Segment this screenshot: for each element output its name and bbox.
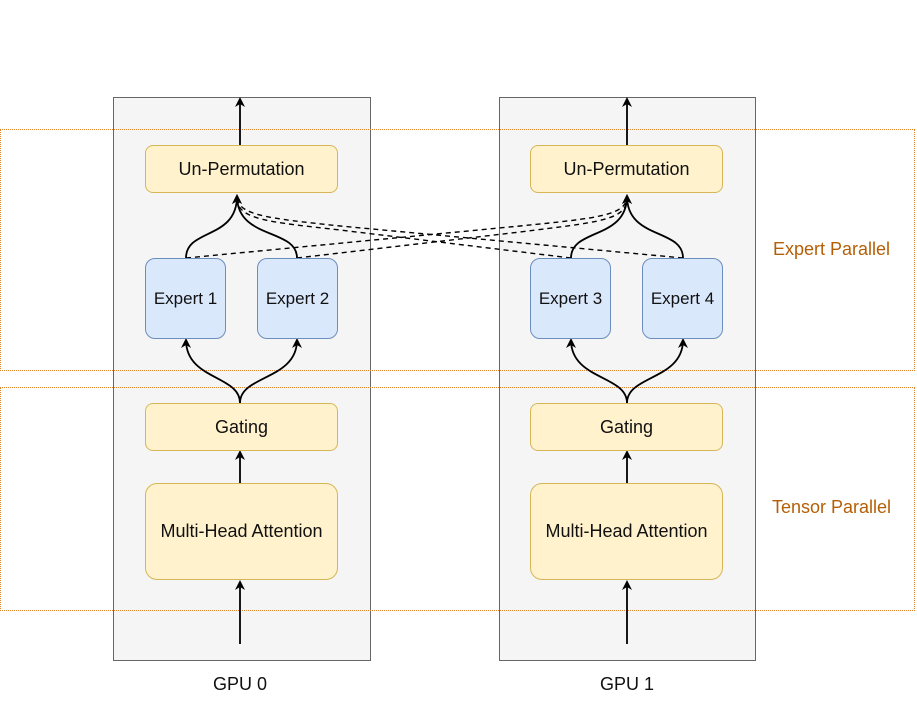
gpu0-label: GPU 0 [212, 674, 268, 694]
gpu0-unpermutation-label: Un-Permutation [178, 158, 305, 179]
tensor-parallel-region [0, 387, 915, 611]
expert3-label: Expert 3 [538, 288, 603, 308]
expert4-label: Expert 4 [650, 288, 715, 308]
gpu1-unpermutation-box: Un-Permutation [530, 145, 723, 193]
gpu0-expert1-box: Expert 1 [145, 258, 226, 339]
gpu1-label: GPU 1 [599, 674, 655, 694]
gpu0-unpermutation-box: Un-Permutation [145, 145, 338, 193]
gpu0-gating-label: Gating [214, 416, 269, 437]
expert-parallel-label: Expert Parallel [773, 239, 891, 259]
gpu1-expert4-box: Expert 4 [642, 258, 723, 339]
gpu0-attention-label: Multi-Head Attention [160, 521, 323, 541]
gpu1-attention-label: Multi-Head Attention [545, 521, 708, 541]
gpu0-gating-box: Gating [145, 403, 338, 451]
tensor-parallel-label: Tensor Parallel [772, 497, 892, 517]
expert-parallel-region [0, 129, 915, 371]
expert1-label: Expert 1 [153, 288, 218, 308]
gpu1-gating-box: Gating [530, 403, 723, 451]
gpu0-expert2-box: Expert 2 [257, 258, 338, 339]
gpu0-attention-box: Multi-Head Attention [145, 483, 338, 580]
gpu1-gating-label: Gating [599, 416, 654, 437]
gpu1-unpermutation-label: Un-Permutation [563, 158, 690, 179]
gpu1-expert3-box: Expert 3 [530, 258, 611, 339]
expert2-label: Expert 2 [265, 288, 330, 308]
gpu1-attention-box: Multi-Head Attention [530, 483, 723, 580]
